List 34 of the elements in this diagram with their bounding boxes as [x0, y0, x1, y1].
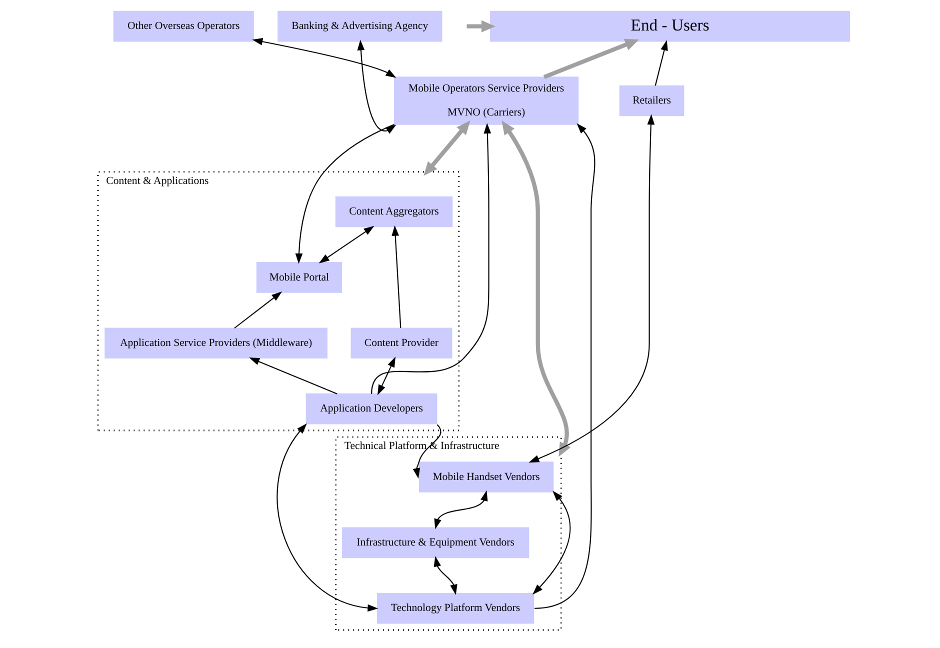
arrow [370, 122, 491, 394]
arrow [433, 556, 457, 596]
node-box: Mobile Portal [256, 262, 342, 293]
arrow [376, 356, 396, 396]
arrow [466, 20, 495, 32]
node-box: End - Users [490, 10, 850, 42]
arrow [412, 424, 441, 479]
node-box: Technology Platform Vendors [376, 593, 534, 624]
node-box: Other Overseas Operators [112, 10, 254, 42]
arrow [252, 38, 396, 78]
arrow [434, 490, 488, 530]
arrow [248, 358, 337, 394]
arrow [532, 490, 570, 595]
arrow [356, 40, 396, 134]
node-box: Mobile Handset Vendors [418, 462, 554, 492]
node-box: Content Provider [350, 328, 452, 358]
arrow [423, 120, 470, 176]
node-box: Banking & Advertising Agency [277, 10, 442, 42]
arrow [276, 423, 378, 612]
arrow [391, 225, 401, 328]
arrow [318, 226, 374, 264]
arrow [501, 120, 570, 457]
node-box: Retailers [618, 85, 684, 116]
node-box: Application Service Providers (Middleware) [104, 328, 327, 358]
arrow [294, 124, 394, 264]
arrow [234, 291, 282, 329]
arrow [542, 38, 639, 79]
node-box: Application Developers [305, 393, 437, 424]
node-box: Infrastructure & Equipment Vendors [342, 527, 529, 558]
arrow [528, 114, 654, 463]
node-box: Content Aggregators [334, 196, 452, 228]
node-box: Mobile Operators Service Providers MVNO (Carriers) [394, 76, 578, 125]
arrow [534, 123, 595, 609]
arrow [654, 40, 668, 86]
